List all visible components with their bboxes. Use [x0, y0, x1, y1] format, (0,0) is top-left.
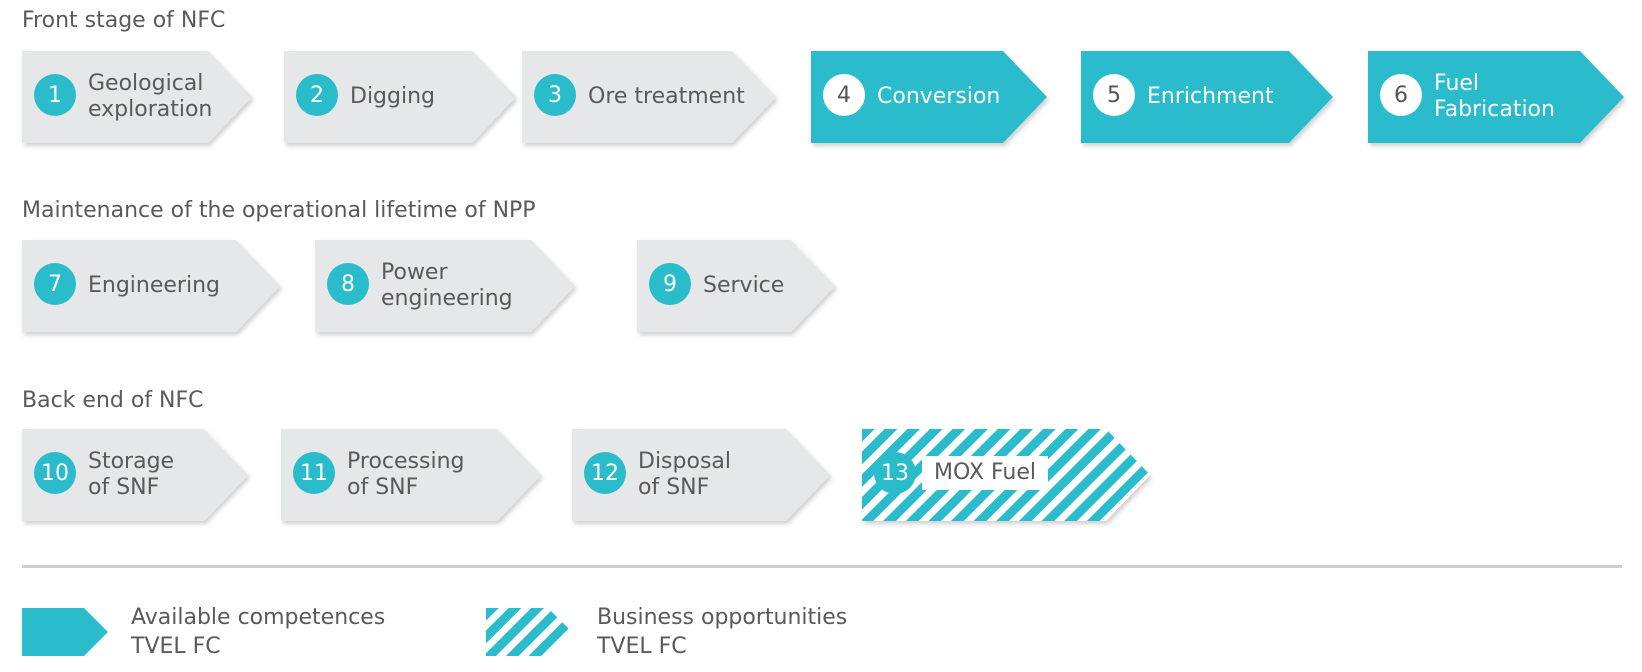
step-label: Fuel Fabrication — [1434, 71, 1555, 122]
step-shape — [1081, 51, 1333, 143]
step-label: Enrichment — [1147, 84, 1274, 109]
step-shape — [22, 240, 280, 332]
step-shape — [811, 51, 1047, 143]
step-shape — [1368, 51, 1624, 143]
step-enrichment: 5 Enrichment — [1081, 51, 1333, 143]
divider — [22, 565, 1622, 568]
step-shape — [315, 240, 575, 332]
step-shape — [522, 51, 776, 143]
step-shape — [284, 51, 516, 143]
step-disposal-of-snf: 12 Disposal of SNF — [572, 429, 830, 521]
step-digging: 2 Digging — [284, 51, 516, 143]
step-label: Processing of SNF — [347, 449, 465, 500]
step-label: Service — [703, 273, 785, 298]
step-label: Power engineering — [381, 260, 513, 311]
step-shape — [572, 429, 830, 521]
step-storage-of-snf: 10 Storage of SNF — [22, 429, 248, 521]
step-label: Storage of SNF — [88, 449, 175, 500]
step-shape — [22, 51, 252, 143]
step-shape — [22, 429, 248, 521]
step-label: Conversion — [877, 84, 1001, 109]
step-number-badge: 5 — [1093, 74, 1135, 116]
step-service: 9 Service — [637, 240, 835, 332]
step-ore-treatment: 3 Ore treatment — [522, 51, 776, 143]
step-number-badge: 8 — [327, 263, 369, 305]
step-processing-of-snf: 11 Processing of SNF — [281, 429, 541, 521]
step-label: Disposal of SNF — [638, 449, 731, 500]
section-title-maintenance: Maintenance of the operational lifetime … — [22, 198, 536, 223]
step-conversion: 4 Conversion — [811, 51, 1047, 143]
step-label: MOX Fuel — [922, 456, 1048, 490]
section-title-back-end: Back end of NFC — [22, 388, 204, 413]
step-geological-exploration: 1 Geological exploration — [22, 51, 252, 143]
step-number-badge: 6 — [1380, 74, 1422, 116]
step-shape — [637, 240, 835, 332]
step-number-badge: 2 — [296, 74, 338, 116]
step-number-badge: 11 — [293, 452, 335, 494]
step-label: Geological exploration — [88, 71, 213, 122]
legend-opportunities-shape — [486, 608, 572, 656]
step-label: Digging — [350, 84, 436, 109]
legend-available-shape — [22, 608, 108, 656]
step-number-badge: 3 — [534, 74, 576, 116]
step-power-engineering: 8 Power engineering — [315, 240, 575, 332]
step-shape — [281, 429, 541, 521]
step-number-badge: 9 — [649, 263, 691, 305]
step-number-badge: 4 — [823, 74, 865, 116]
step-number-badge: 13 — [874, 452, 916, 494]
step-fuel-fabrication: 6 Fuel Fabrication — [1368, 51, 1624, 143]
step-number-badge: 12 — [584, 452, 626, 494]
step-number-badge: 10 — [34, 452, 76, 494]
step-label: Engineering — [88, 273, 220, 298]
section-title-front-stage: Front stage of NFC — [22, 8, 226, 33]
legend-opportunities-label: Business opportunities TVEL FC — [597, 605, 848, 659]
step-label: Ore treatment — [588, 84, 745, 109]
step-number-badge: 7 — [34, 263, 76, 305]
step-number-badge: 1 — [34, 74, 76, 116]
legend-available-label: Available competences TVEL FC — [131, 605, 386, 659]
step-engineering: 7 Engineering — [22, 240, 280, 332]
